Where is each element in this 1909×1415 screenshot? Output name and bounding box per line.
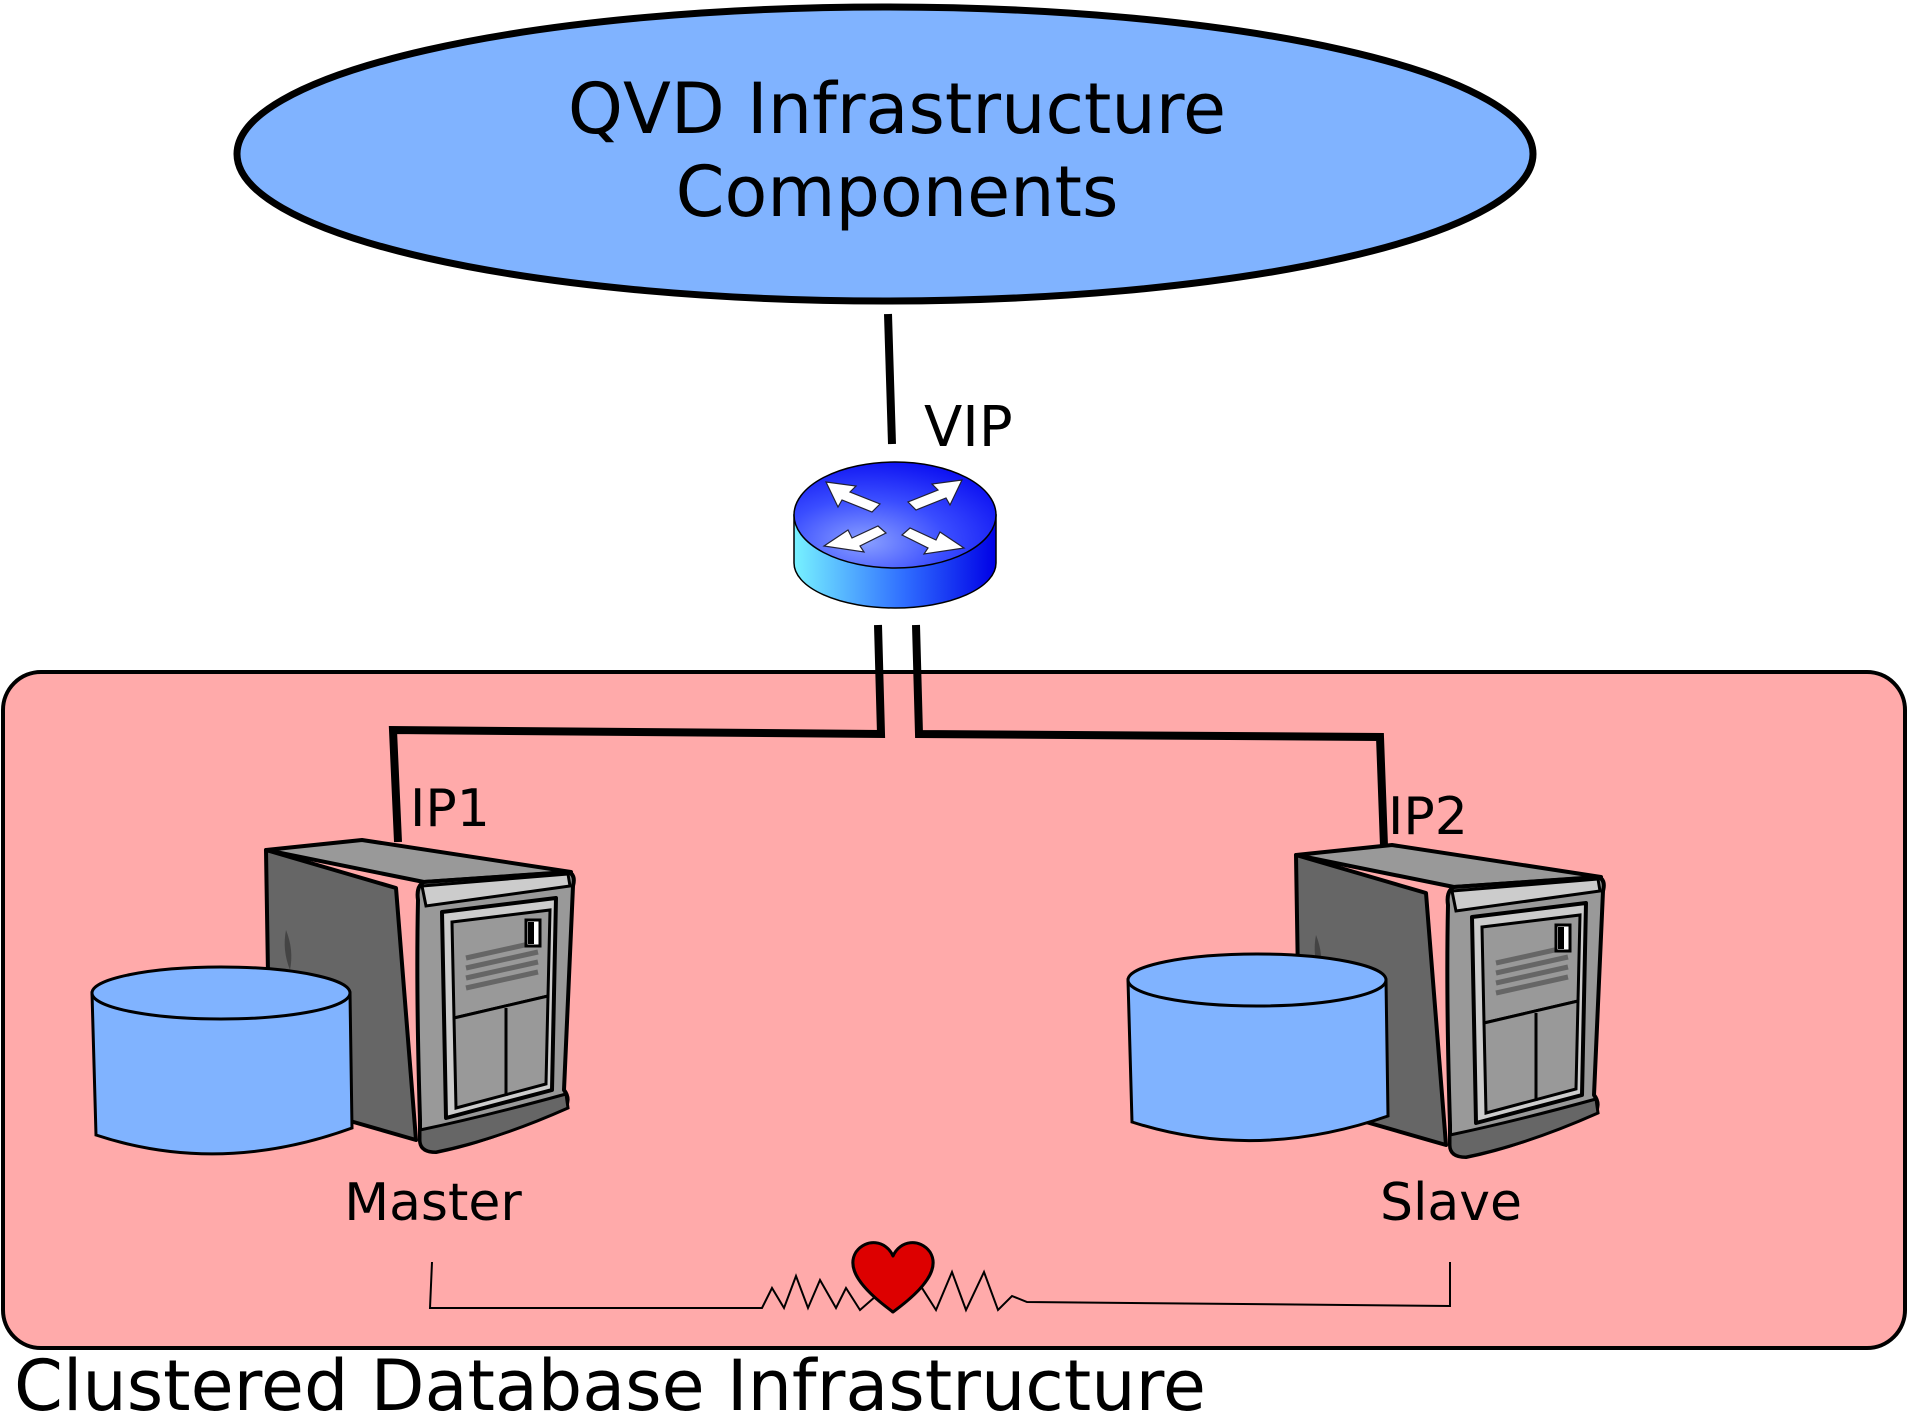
ip1-label: IP1 [410,779,490,839]
heart-icon [851,1241,935,1314]
ellipse-to-router-link [884,313,896,445]
ellipse-title-line2: Components [676,151,1119,233]
router-icon [793,461,997,609]
router-to-master-link [388,624,886,843]
vip-label: VIP [924,395,1013,460]
ellipse-title-line1: QVD Infrastructure [568,68,1226,150]
router-to-slave-link [912,624,1388,847]
slave-database-icon [1126,952,1390,1143]
ip2-label: IP2 [1388,787,1468,847]
qvd-components-ellipse [233,3,1537,305]
master-database-icon [90,965,354,1156]
master-label: Master [344,1173,522,1233]
cluster-caption: Clustered Database Infrastructure [14,1345,1206,1415]
slave-label: Slave [1380,1173,1522,1233]
cluster-box [1,670,1907,1350]
